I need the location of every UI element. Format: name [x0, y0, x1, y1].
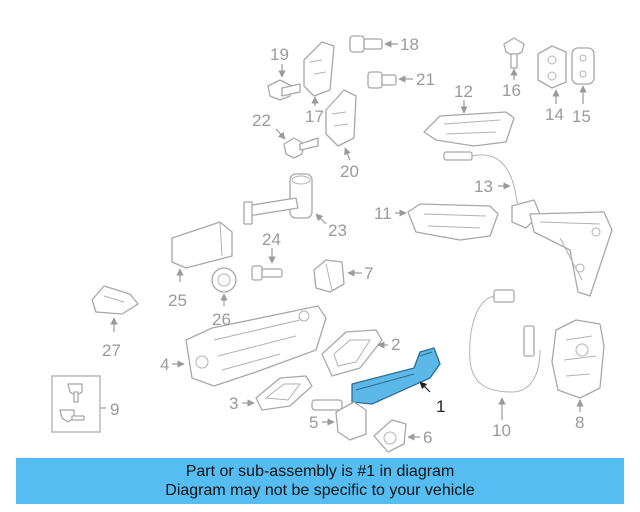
callout-18: 18	[400, 35, 419, 54]
part-14-striker	[537, 45, 567, 104]
callout-11: 11	[374, 204, 392, 223]
callout-16: 16	[502, 81, 521, 100]
callout-20: 20	[340, 162, 359, 181]
part-13-cable	[443, 151, 531, 213]
callout-24: 24	[262, 230, 281, 249]
part-17-bracket	[303, 41, 335, 106]
callout-12: 12	[454, 82, 473, 101]
banner-line-1: Part or sub-assembly is #1 in diagram	[185, 463, 455, 480]
callout-23: 23	[328, 221, 347, 240]
callout-8: 8	[575, 413, 584, 432]
part-linkage-assembly	[511, 199, 613, 297]
part-24-bolt	[251, 248, 283, 281]
callout-5: 5	[309, 413, 318, 432]
callout-21: 21	[416, 70, 435, 89]
part-25-cap	[171, 221, 233, 282]
callout-13: 13	[474, 177, 493, 196]
part-10-cable	[469, 289, 541, 420]
part-21-bolt	[367, 71, 413, 89]
callout-3: 3	[229, 394, 238, 413]
callout-25: 25	[168, 291, 187, 310]
callout-26: 26	[212, 310, 231, 329]
part-19-screw	[267, 64, 301, 101]
callout-2: 2	[391, 335, 400, 354]
callout-10: 10	[492, 421, 511, 440]
part-23-check-strap	[243, 173, 327, 225]
part-12-inside-handle	[423, 100, 515, 147]
callout-27: 27	[102, 341, 121, 360]
part-2-gasket	[321, 329, 388, 377]
part-22-screw	[275, 128, 319, 159]
part-5-lock-cylinder	[311, 399, 367, 441]
part-16-screw	[503, 37, 525, 80]
callout-9: 9	[110, 400, 119, 419]
callout-15: 15	[572, 107, 591, 126]
part-4-handle-carrier	[172, 305, 327, 387]
callout-7: 7	[364, 264, 373, 283]
part-6-bezel	[373, 419, 420, 453]
info-banner: Part or sub-assembly is #1 in diagram Di…	[16, 458, 624, 504]
part-3-gasket	[242, 375, 313, 411]
part-18-bolt	[349, 35, 398, 53]
part-15-shim	[571, 47, 595, 104]
part-11-inside-handle	[395, 203, 499, 241]
callout-6: 6	[423, 428, 432, 447]
part-1-outside-handle	[351, 347, 441, 405]
callout-22: 22	[252, 111, 271, 130]
callout-4: 4	[160, 355, 169, 374]
part-9-clips	[51, 375, 106, 433]
callout-1: 1	[436, 397, 445, 416]
part-7-cover	[313, 259, 362, 293]
part-8-latch	[551, 319, 605, 412]
part-27-bracket	[91, 285, 139, 332]
callout-14: 14	[545, 105, 564, 124]
callout-19: 19	[270, 45, 289, 64]
part-20-bracket	[325, 89, 357, 161]
part-26-grommet	[211, 267, 237, 306]
banner-line-2: Diagram may not be specific to your vehi…	[165, 482, 475, 499]
callout-17: 17	[305, 107, 324, 126]
